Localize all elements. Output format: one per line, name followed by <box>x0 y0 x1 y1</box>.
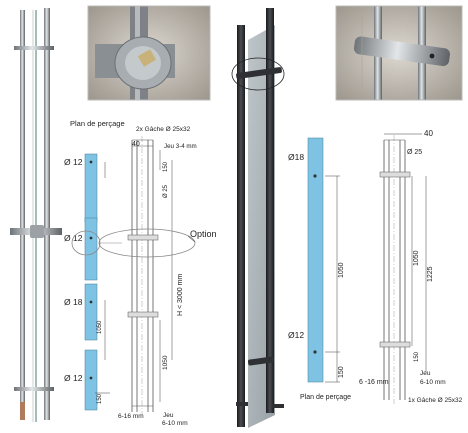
left-hole-4: Ø 12 <box>64 373 83 383</box>
left-gache-label: 2x Gâche Ø 25x32 <box>136 126 191 133</box>
left-plan-150: 150 <box>97 393 103 404</box>
right-gache-label: 1x Gâche Ø 25x32 <box>408 397 463 404</box>
left-plan-label: Plan de perçage <box>70 119 125 128</box>
right-hole-2: Ø12 <box>288 330 304 340</box>
middle-handle-illustration <box>231 8 285 428</box>
right-side-1050: 1050 <box>413 250 420 266</box>
left-side-dia-25: Ø 25 <box>163 184 169 198</box>
right-side-1225: 1225 <box>427 266 434 282</box>
left-drilling-plan: Plan de perçage Ø 12 Ø 12 Ø 18 Ø 12 1050… <box>64 119 125 411</box>
right-plan-150: 150 <box>338 366 345 378</box>
right-top-dim: 40 <box>424 129 433 138</box>
left-side-view: 40 2x Gâche Ø 25x32 Jeu 3-4 mm 150 Ø 25 … <box>71 126 217 427</box>
left-bottom-dim: 6-16 mm <box>118 413 144 420</box>
right-hole-1: Ø18 <box>288 152 304 162</box>
left-side-1050: 1050 <box>162 355 169 370</box>
left-plan-1050: 1050 <box>97 320 103 334</box>
option-label: Option <box>190 229 217 239</box>
right-plan-1050: 1050 <box>338 262 345 278</box>
right-plan-label: Plan de perçage <box>300 394 351 401</box>
left-height-label: H < 3000 mm <box>177 274 184 316</box>
right-side-150: 150 <box>414 351 420 362</box>
right-jeu-bottom: Jeu <box>420 370 431 377</box>
left-jeu-top: Jeu 3-4 mm <box>164 143 197 150</box>
right-side-view: 40 Ø 25 1050 1225 150 6 -16 mm Jeu 6-10 … <box>359 129 463 404</box>
left-jeu-bottom-range: 6-10 mm <box>162 420 188 427</box>
right-jeu-bottom-range: 6-10 mm <box>420 379 446 386</box>
right-dia-25: Ø 25 <box>407 149 422 156</box>
photo-lock-closeup <box>87 5 211 101</box>
left-top-dim: 40 <box>132 141 140 148</box>
left-handle-illustration <box>10 8 62 422</box>
right-bottom-dim: 6 -16 mm <box>359 379 389 386</box>
left-jeu-bottom: Jeu <box>163 412 174 419</box>
left-side-150: 150 <box>163 161 169 172</box>
photo-lock-sideview <box>335 5 463 101</box>
right-drilling-plan: Ø18 Ø12 1050 150 Plan de perçage <box>288 137 351 401</box>
left-hole-3: Ø 18 <box>64 297 83 307</box>
left-hole-1: Ø 12 <box>64 157 83 167</box>
